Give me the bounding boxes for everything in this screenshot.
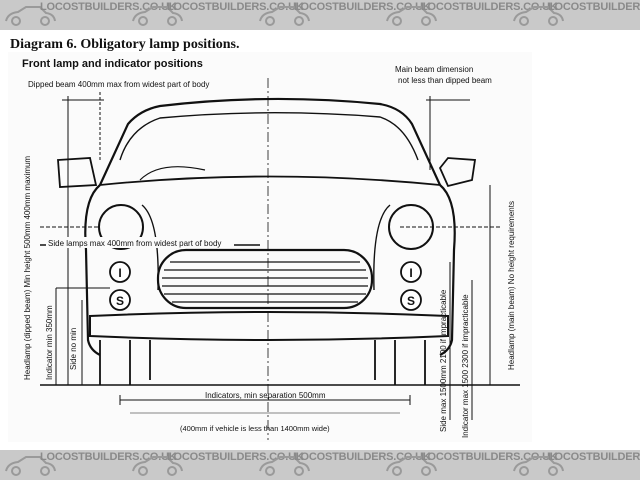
lamp-i-left-label: I [118,266,121,280]
label-indicator-min: Indicator min 350mm [45,305,54,380]
label-indicator-max: Indicator max 1500 2300 if impracticable [461,294,470,438]
headlamp-left [98,204,144,250]
watermark-car-icon [132,6,183,26]
side-lamps-label-bg [46,237,234,248]
body-left-side [84,184,101,356]
lamp-position-diagram: Front lamp and indicator positions Dippe… [8,52,532,442]
watermark-text: LOCOSTBUILDERS.CO.UK [40,1,177,13]
label-main-beam-1: Main beam dimension [395,65,473,74]
label-dipped-beam: Dipped beam 400mm max from widest part o… [28,80,209,89]
lamp-i-left [109,261,131,283]
mirror-right [438,157,477,188]
watermark-text: LOCOSTBUILDERS.CO.UK [548,451,640,463]
grille-bars [162,261,368,303]
lamp-i-right [400,261,422,283]
windscreen-line [119,112,419,161]
watermark-tile: LOCOSTBUILDERS.CO.UK [254,450,431,480]
watermark-text: LOCOSTBUILDERS.CO.UK [167,451,304,463]
watermark-car-icon [513,6,564,26]
subheading: Front lamp and indicator positions [22,58,203,70]
label-headlamp-left: Headlamp (dipped beam) Min height 500mm … [23,156,32,380]
lamp-i-right-label: I [409,266,412,280]
car-outline [40,78,520,440]
label-side-max: Side max 1500mm 2100 if impracticable [439,289,448,432]
watermark-car-icon [5,6,56,26]
wiper-line [139,166,206,181]
watermark-text: LOCOSTBUILDERS.CO.UK [294,451,431,463]
lamp-s-right [400,289,422,311]
body-right-side [439,184,456,356]
watermark-tile: LOCOSTBUILDERS.CO.UK [508,450,640,480]
bumper [89,311,449,341]
watermark-tile: LOCOSTBUILDERS.CO.UK [381,0,558,30]
lamp-s-left [109,289,131,311]
mirror-left [57,157,98,188]
roof-line [99,97,441,186]
lamp-s-left-label: S [116,294,124,308]
watermark-tile: LOCOSTBUILDERS.CO.UK [0,450,177,480]
watermark-text: LOCOSTBUILDERS.CO.UK [294,1,431,13]
watermark-car-icon [259,6,310,26]
scuttle-line [99,175,441,186]
wing-line-right [373,204,391,291]
label-indicators-sep: Indicators, min separation 500mm [205,391,326,400]
watermark-tile: LOCOSTBUILDERS.CO.UK [508,0,640,30]
label-narrow-note: (400mm if vehicle is less than 1400mm wi… [180,424,330,433]
watermark-tile: LOCOSTBUILDERS.CO.UK [254,0,431,30]
lamp-s-right-label: S [407,294,415,308]
wheel-lines [99,340,426,385]
label-side-no-min: Side no min [69,328,78,370]
watermark-car-icon [5,456,56,476]
watermark-tile: LOCOSTBUILDERS.CO.UK [127,450,304,480]
watermark-tile: LOCOSTBUILDERS.CO.UK [381,450,558,480]
watermark-car-icon [513,456,564,476]
dimension-lines [40,92,500,420]
watermark-tile: LOCOSTBUILDERS.CO.UK [127,0,304,30]
watermark-text: LOCOSTBUILDERS.CO.UK [40,451,177,463]
watermark-tile: LOCOSTBUILDERS.CO.UK [0,0,177,30]
watermark-car-icon [386,6,437,26]
label-main-beam-2: not less than dipped beam [398,76,492,85]
watermark-car-icon [132,456,183,476]
watermark-text: LOCOSTBUILDERS.CO.UK [421,451,558,463]
watermark-car-icon [259,456,310,476]
grille [156,248,374,310]
label-headlamp-right: Headlamp (main beam) No height requireme… [507,201,516,370]
label-side-lamps: Side lamps max 400mm from widest part of… [48,239,221,248]
watermark-text: LOCOSTBUILDERS.CO.UK [167,1,304,13]
watermark-text: LOCOSTBUILDERS.CO.UK [421,1,558,13]
watermark-car-icon [386,456,437,476]
diagram-heading: Diagram 6. Obligatory lamp positions. [10,37,240,52]
lamp-markers: I S I S [109,261,422,311]
watermark-text: LOCOSTBUILDERS.CO.UK [548,1,640,13]
